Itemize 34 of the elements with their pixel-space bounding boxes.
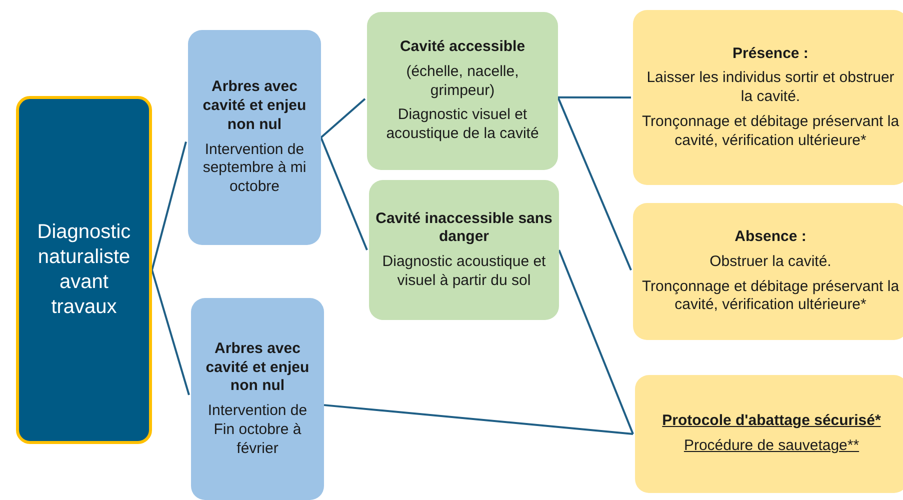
box-heading: Présence : [732,44,808,64]
box-text: Diagnostic acoustique et visuel à partir du sol [381,253,547,290]
box-heading: Absence : [734,228,806,247]
process-box [633,10,903,185]
process-box [369,180,559,320]
box-heading: Cavité inaccessible sans danger [375,210,553,247]
connector-line [320,137,368,250]
connector-line [151,142,187,270]
box-text: Diagnostic visuel et acoustique de la cavité [385,106,540,144]
box-heading: Cavité accessible [400,38,526,57]
box-heading: Arbres avec cavité et enjeu non nul [204,340,310,396]
box-text: Intervention de Fin octobre à février [206,402,308,458]
box-text: Intervention de septembre à mi octobre [202,140,308,197]
main-box [16,96,152,444]
connector-line [557,96,632,271]
box-heading: Protocole d'abattage sécurisé* [662,412,881,431]
box-text: Obstruer la cavité. [710,252,832,272]
box-heading: Arbres avec cavité et enjeu non nul [202,78,308,134]
connector-line [324,404,634,435]
box-text: Procédure de sauvetage** [684,437,860,456]
connector-line [558,96,631,98]
connector-line [151,270,190,396]
process-box [635,375,903,493]
box-text: Tronçonnage et débitage préservant la cavité, vérification ultérieure* [640,278,900,315]
process-box [188,30,321,245]
box-text: Tronçonnage et débitage préservant la cavité, vérification ultérieure* [640,112,900,150]
box-text: Diagnostic naturaliste avant travaux [36,220,132,320]
connector-line [558,250,634,434]
box-text: (échelle, nacelle, grimpeur) [405,62,520,100]
box-text: Laisser les individus sortir et obstruer la cavité. [646,69,896,107]
process-box [633,203,903,340]
connector-line [320,98,366,138]
process-box [367,12,558,170]
process-box [191,298,324,500]
